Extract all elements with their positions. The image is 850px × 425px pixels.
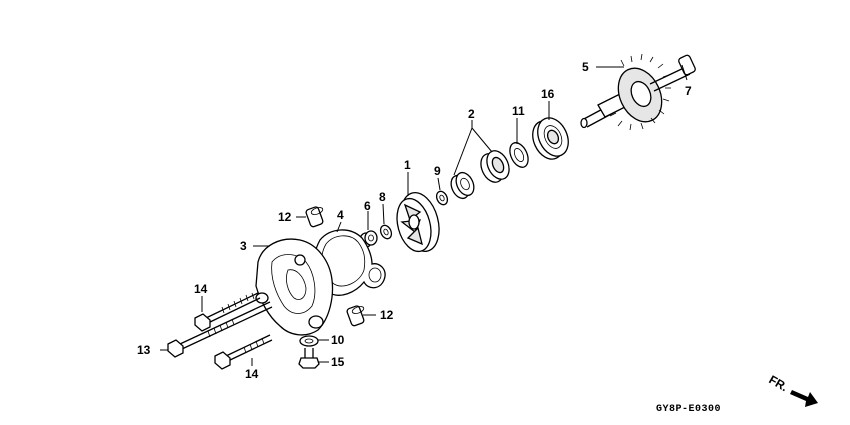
callout-15: 14 [194, 282, 208, 296]
callout-2: 2 [468, 107, 475, 121]
bolt-14-short [214, 334, 273, 370]
pump-cover [255, 238, 334, 336]
callout-8: 8 [379, 190, 386, 204]
callout-13: 15 [331, 355, 345, 369]
diagram-code: GY8P-E0300 [656, 404, 721, 415]
callout-16: 16 [541, 87, 555, 101]
leader-lines [160, 64, 688, 366]
callout-6: 6 [364, 199, 371, 213]
callout-1: 1 [404, 158, 411, 172]
washer-11 [509, 142, 529, 168]
callout-9: 9 [434, 164, 441, 178]
callout-12-lower: 12 [380, 308, 394, 322]
front-label: FR. [767, 372, 791, 394]
dowel-pin-lower [346, 305, 365, 327]
callout-14-left: 13 [137, 343, 151, 357]
ball-bearing [532, 117, 569, 160]
bolt-15 [194, 292, 261, 332]
front-arrow-icon [790, 390, 818, 407]
bolt-14-long [167, 301, 273, 358]
front-direction-indicator: FR. [767, 372, 818, 407]
mechanical-seal [450, 150, 510, 200]
dowel-pin-upper [305, 206, 324, 228]
callout-11: 11 [512, 104, 525, 118]
callout-7: 7 [685, 84, 692, 98]
callout-10: 10 [331, 333, 345, 347]
callout-4: 4 [337, 208, 344, 222]
drain-bolt [298, 348, 320, 369]
callout-5: 5 [582, 60, 589, 74]
callout-3: 3 [240, 239, 247, 253]
pump-shaft-gear [580, 53, 696, 131]
sealing-washer [299, 335, 319, 347]
callout-labels: 5 7 16 11 2 1 9 8 6 4 12 3 12 14 13 14 1… [137, 60, 692, 381]
callout-12-upper: 12 [278, 210, 292, 224]
o-ring-8 [379, 224, 393, 240]
callout-14-lower: 14 [245, 367, 259, 381]
washer-9 [435, 190, 449, 206]
impeller [396, 192, 440, 253]
